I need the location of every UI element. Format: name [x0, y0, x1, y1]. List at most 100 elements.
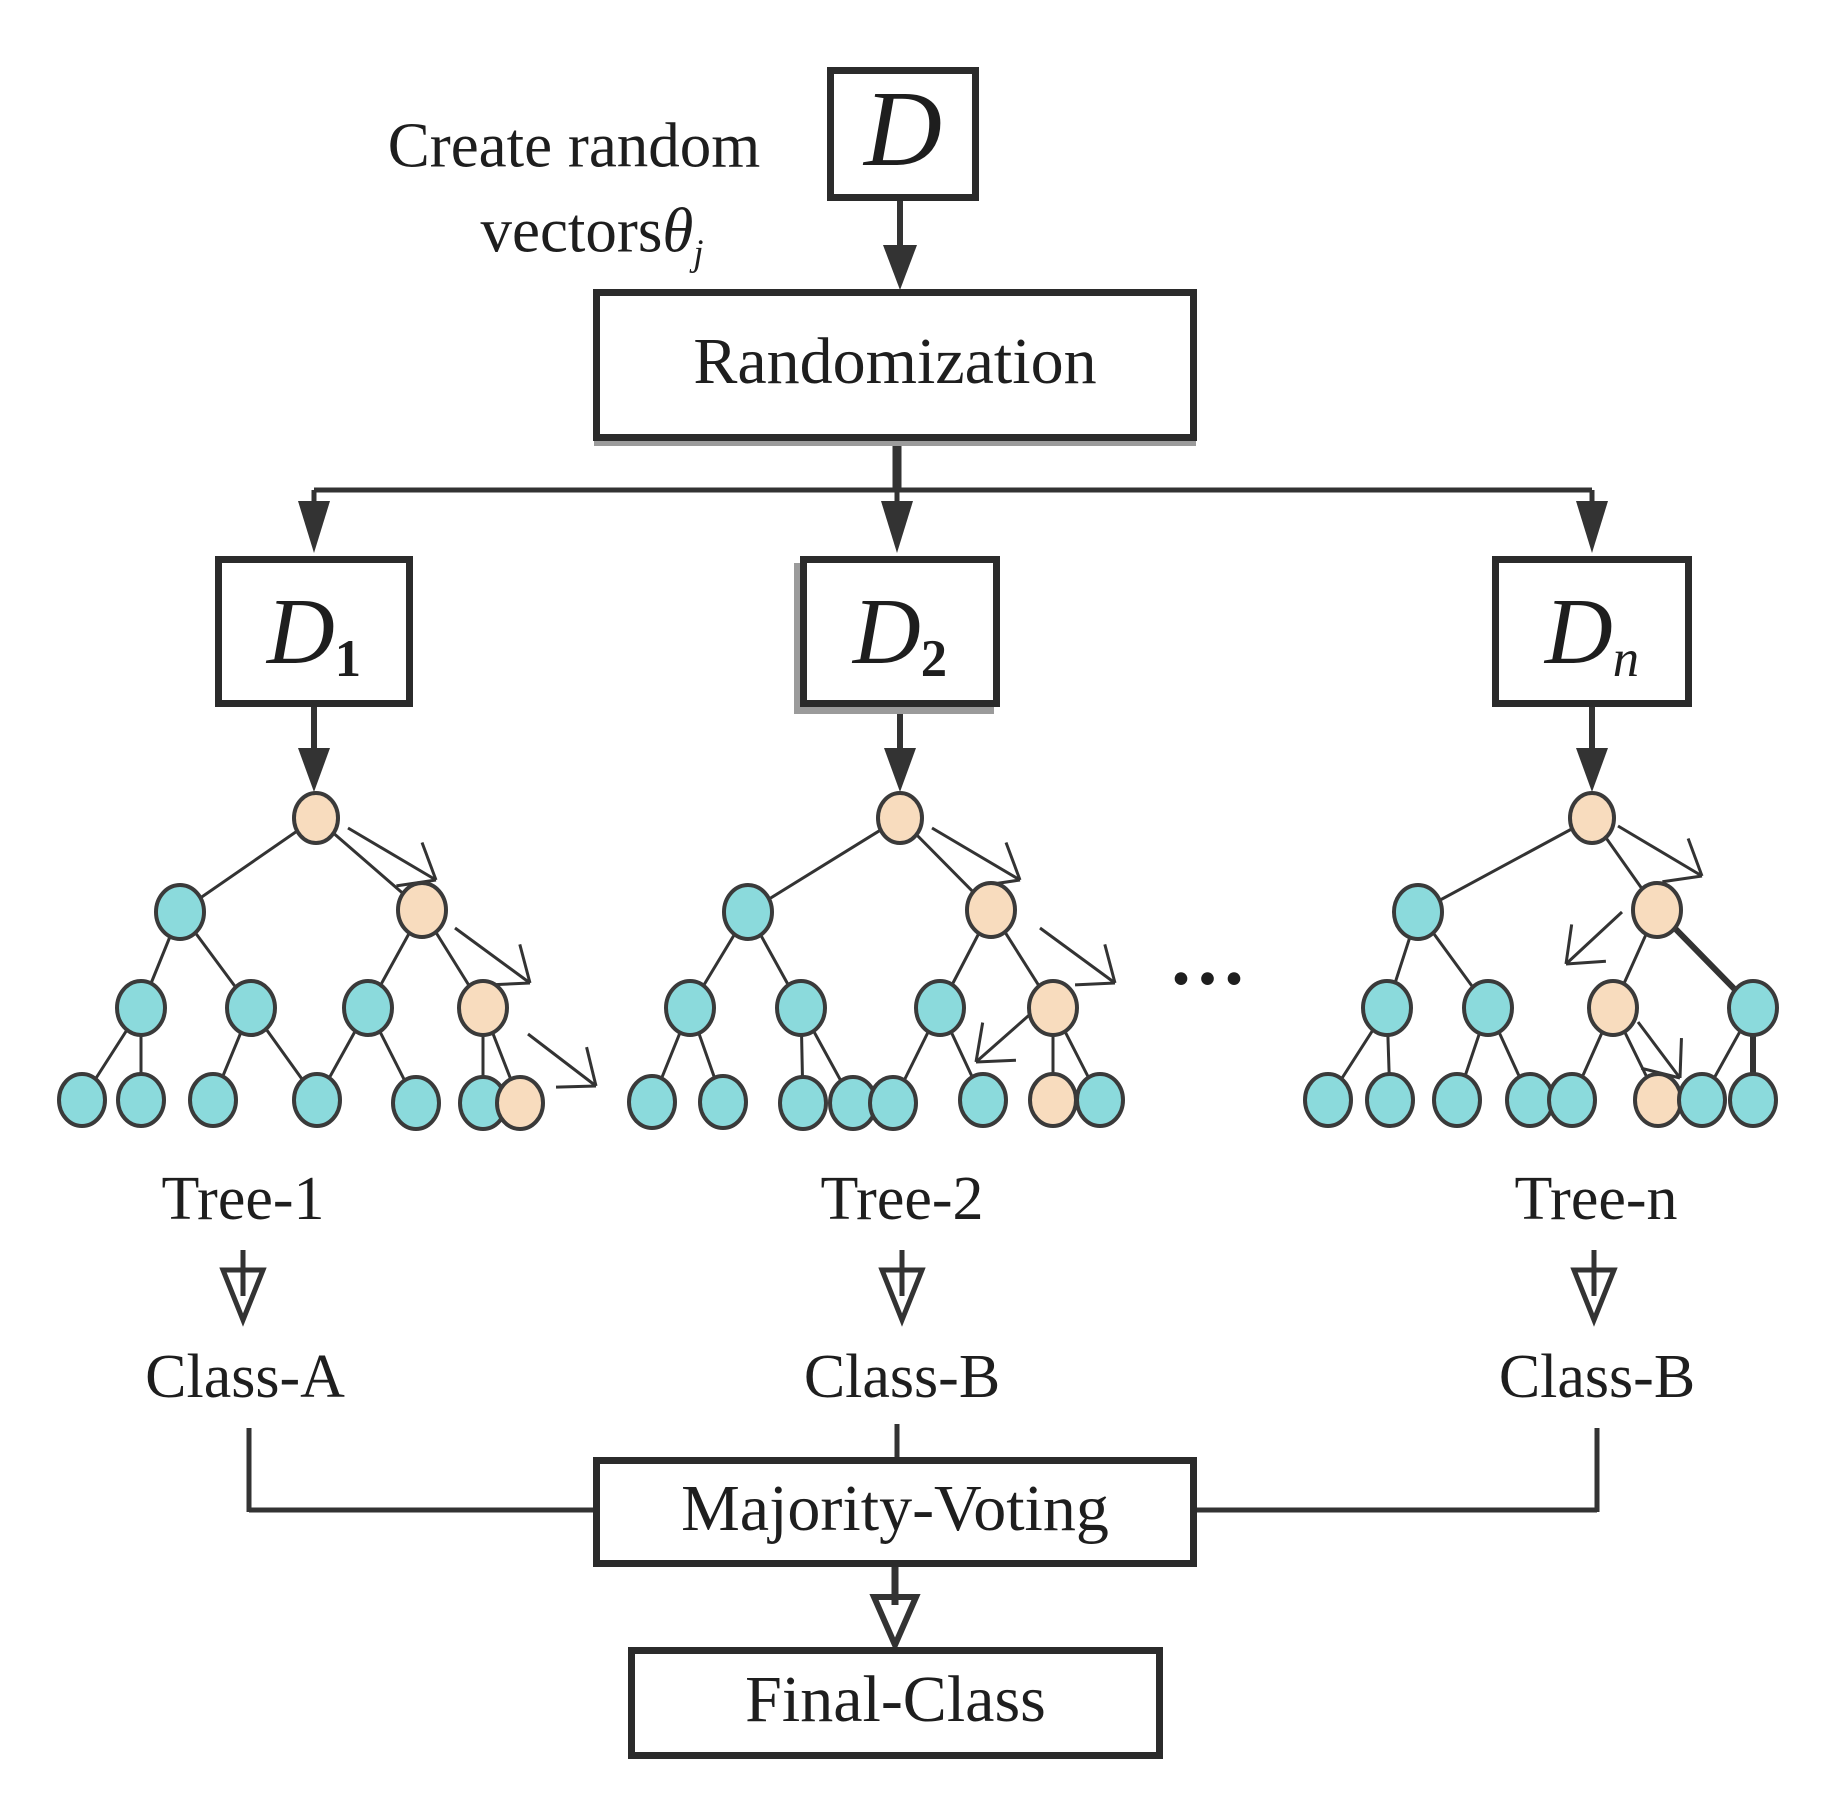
tree-1-node-cyan: [116, 1072, 166, 1128]
tree-2-path-arrow-shaft: [1039, 926, 1116, 985]
tree-2-node-cyan: [778, 1075, 828, 1131]
tree-1-node-cyan: [115, 979, 167, 1037]
dataset-d2-box: D2: [800, 556, 1000, 707]
tree-1-path-arrow-barb: [420, 841, 438, 881]
dn-sub: n: [1612, 629, 1640, 688]
ellipsis: ...: [1171, 914, 1251, 1001]
dataset-d1-label: D1: [267, 585, 361, 685]
tree-1-path-arrow-barb: [518, 943, 532, 984]
tree-1-edge: [179, 816, 317, 914]
tree-2-node-orange: [1028, 1072, 1078, 1128]
note-line1-text: Create random: [387, 110, 761, 181]
final-class-label: Final-Class: [745, 1663, 1046, 1736]
majority-voting-box: Majority-Voting: [593, 1457, 1197, 1567]
note-line2-text: vectors: [480, 195, 663, 266]
tree-1-node-cyan: [188, 1072, 238, 1128]
class-b-label-tree2: Class-B: [803, 1343, 1001, 1411]
solid-arrowhead: [298, 501, 330, 553]
tree-1-path-arrow-barb: [585, 1046, 598, 1087]
tree-1-node-cyan: [225, 979, 277, 1037]
tree-n-path-arrow-barb: [1662, 874, 1703, 884]
tree-2-path-arrow-barb: [1103, 943, 1117, 984]
randomization-box: Randomization: [593, 289, 1197, 441]
tree-2-path-arrow-barb: [975, 1058, 1017, 1064]
tree-n-node-cyan: [1303, 1072, 1353, 1128]
tree-1-node-cyan: [154, 883, 206, 941]
tree-1-path-arrow-shaft: [454, 926, 531, 985]
tree-1-label: Tree-1: [161, 1165, 325, 1233]
tree-n-path-arrow-barb: [1565, 959, 1607, 966]
tree-n-path-arrow-barb: [1686, 837, 1704, 877]
tree-n-node-cyan: [1677, 1072, 1727, 1128]
tree-2-node-orange: [876, 791, 924, 845]
theta-subscript: j: [693, 232, 704, 274]
tree-n-node-cyan: [1361, 979, 1413, 1037]
solid-arrowhead: [881, 501, 913, 553]
tree-2-node-cyan: [698, 1074, 748, 1130]
tree-n-path-arrow-barb: [1564, 924, 1574, 965]
randomization-label: Randomization: [693, 325, 1097, 398]
note-line1: Create random: [388, 114, 761, 178]
tree-n-node-cyan: [1392, 883, 1444, 941]
tree-2-node-cyan: [664, 979, 716, 1037]
tree-2-path-arrow-barb: [974, 1022, 985, 1063]
class-a-label: Class-A: [145, 1343, 345, 1411]
dataset-d-box: D: [827, 67, 979, 201]
tree-n-node-cyan: [1547, 1072, 1597, 1128]
tree-2-node-cyan: [627, 1074, 677, 1130]
majority-voting-label: Majority-Voting: [681, 1472, 1109, 1545]
tree-1-node-orange: [457, 979, 509, 1037]
dn-main: D: [1544, 579, 1613, 684]
d2-sub: 2: [920, 629, 948, 688]
tree-2-label: Tree-2: [820, 1165, 984, 1233]
solid-arrowhead: [298, 748, 330, 792]
tree-n-edge: [1417, 816, 1593, 914]
tree-n-node-cyan: [1505, 1072, 1555, 1128]
tree-2-node-cyan: [722, 883, 774, 941]
tree-1-path-arrow-shaft: [527, 1032, 597, 1088]
tree-n-path-arrow-barb: [1678, 1037, 1683, 1079]
tree-2-node-cyan: [958, 1072, 1008, 1128]
tree-2-path-arrow-shaft: [931, 826, 1021, 882]
tree-1-path-arrow-barb: [555, 1084, 597, 1089]
tree-1-node-orange: [495, 1075, 545, 1131]
tree-n-path-arrow-shaft: [1617, 824, 1703, 878]
class-b-label-treen: Class-B: [1498, 1343, 1696, 1411]
solid-arrowhead: [1576, 501, 1608, 553]
tree-n-path-arrow-shaft: [1564, 910, 1624, 966]
solid-arrowhead: [1576, 748, 1608, 792]
tree-n-node-cyan: [1727, 979, 1779, 1037]
tree-2-node-cyan: [868, 1075, 918, 1131]
tree-1-node-orange: [292, 791, 340, 845]
tree-1-node-orange: [396, 881, 448, 939]
dataset-d2-label: D2: [853, 585, 947, 685]
tree-2-edge: [747, 816, 901, 914]
note-line2: vectorsθj: [480, 199, 703, 271]
solid-arrowhead: [884, 748, 916, 792]
tree-1-node-cyan: [292, 1072, 342, 1128]
tree-2-path-arrow-barb: [1004, 841, 1022, 881]
tree-1-node-cyan: [342, 979, 394, 1037]
tree-n-node-orange: [1631, 881, 1683, 939]
dataset-d1-box: D1: [215, 556, 413, 707]
tree-1-node-cyan: [57, 1072, 107, 1128]
tree-1-path-arrow-shaft: [347, 826, 437, 882]
dataset-d-label: D: [864, 70, 942, 189]
tree-n-node-cyan: [1432, 1072, 1482, 1128]
tree-2-node-orange: [965, 881, 1017, 939]
d2-main: D: [852, 579, 921, 684]
tree-2-node-cyan: [1075, 1072, 1125, 1128]
tree-2-path-arrow-barb: [1074, 981, 1116, 987]
tree-n-node-orange: [1633, 1072, 1683, 1128]
solid-arrowhead: [883, 245, 917, 290]
tree-n-node-orange: [1587, 979, 1639, 1037]
dataset-dn-label: Dn: [1545, 585, 1639, 685]
final-class-box: Final-Class: [628, 1647, 1163, 1759]
d1-sub: 1: [334, 629, 362, 688]
tree-2-node-orange: [1027, 979, 1079, 1037]
tree-1-node-cyan: [391, 1075, 441, 1131]
tree-n-node-orange: [1568, 791, 1616, 845]
dataset-dn-box: Dn: [1492, 556, 1692, 707]
